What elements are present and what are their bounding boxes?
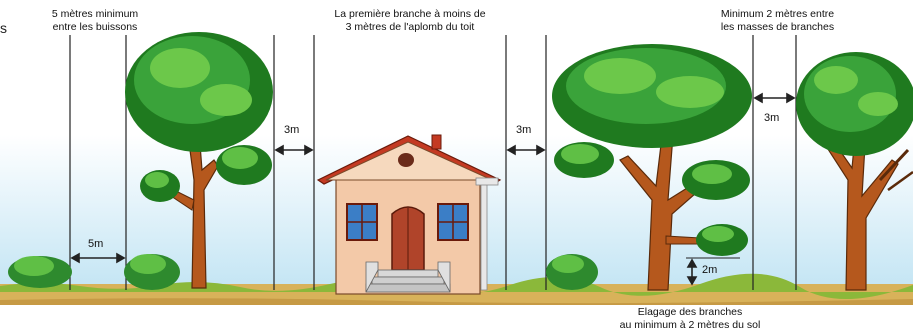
- pruning-line2: au minimum à 2 mètres du sol: [619, 319, 761, 331]
- pruning-line1: Elagage des branches: [637, 306, 743, 318]
- bush-right: [546, 254, 598, 290]
- bushes-gap-label: 5m: [88, 238, 104, 250]
- first-branch-line2: 3 mètres de l'aplomb du toit: [345, 21, 475, 33]
- bush-left: [8, 256, 72, 288]
- bush-center-left: [124, 254, 180, 290]
- trees-gap-label: 3m: [764, 112, 780, 124]
- branch-height-label: 2m: [702, 264, 718, 276]
- first-branch-label: La première branche à moins de 3 mètres …: [305, 8, 515, 34]
- pruning-label: Elagage des branches au minimum à 2 mètr…: [590, 306, 790, 332]
- tree-right: [796, 52, 913, 291]
- cropped-letter: s: [0, 20, 7, 36]
- bushes-spacing-line1: 5 mètres minimum: [51, 8, 139, 20]
- bushes-spacing-label: 5 mètres minimum entre les buissons: [20, 8, 170, 34]
- branch-masses-line1: Minimum 2 mètres entre: [720, 8, 835, 20]
- branch-masses-line2: les masses de branches: [720, 21, 835, 33]
- house: [316, 134, 502, 295]
- branch-masses-label: Minimum 2 mètres entre les masses de bra…: [690, 8, 865, 34]
- tree-house-gap-label: 3m: [284, 124, 300, 136]
- guide-lines: [69, 35, 797, 290]
- first-branch-line1: La première branche à moins de: [334, 8, 486, 20]
- tree-middle-right: [552, 44, 752, 291]
- house-tree-gap-label: 3m: [516, 124, 532, 136]
- bushes-spacing-line2: entre les buissons: [52, 21, 138, 33]
- tree-left: [125, 32, 273, 289]
- measure-arrows: [70, 92, 796, 286]
